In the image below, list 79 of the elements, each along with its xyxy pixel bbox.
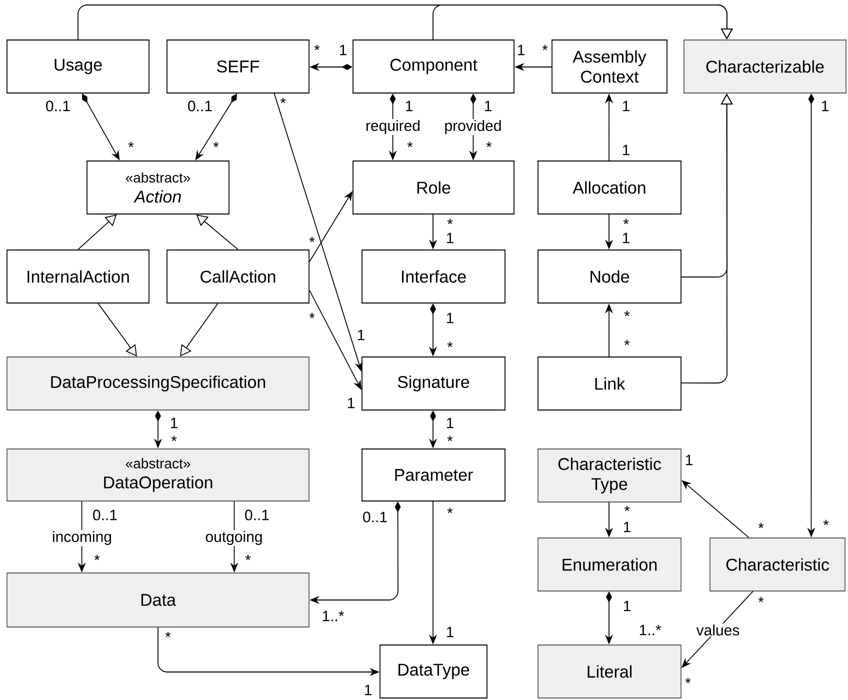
class-box: Node bbox=[538, 250, 682, 304]
multiplicity: 1 bbox=[484, 100, 492, 112]
multiplicity: * bbox=[624, 340, 630, 346]
multiplicity: 1 bbox=[622, 144, 630, 156]
multiplicity: * bbox=[624, 506, 630, 512]
edge-label: incoming bbox=[51, 530, 114, 546]
edge-label: required bbox=[364, 119, 422, 135]
class-box: Literal bbox=[538, 644, 682, 698]
multiplicity: 1 bbox=[348, 398, 354, 408]
class-box: Interface bbox=[362, 250, 506, 304]
multiplicity: * bbox=[447, 508, 453, 514]
multiplicity: 1 bbox=[624, 522, 630, 532]
multiplicity: 1 bbox=[624, 600, 630, 612]
class-box: DataProcessingSpecification bbox=[6, 356, 310, 410]
class-box: Enumeration bbox=[538, 538, 682, 592]
multiplicity: 1 bbox=[406, 100, 412, 112]
generalization-arrow bbox=[432, 4, 733, 40]
multiplicity: * bbox=[94, 554, 100, 560]
multiplicity: * bbox=[171, 436, 177, 442]
multiplicity: * bbox=[542, 44, 548, 50]
multiplicity: 0..1 bbox=[188, 100, 212, 112]
multiplicity: * bbox=[447, 342, 453, 348]
multiplicity: 1 bbox=[364, 684, 372, 696]
multiplicity: * bbox=[447, 436, 453, 442]
multiplicity: 0..1 bbox=[363, 512, 387, 522]
multiplicity: * bbox=[447, 218, 453, 224]
multiplicity: 0..1 bbox=[93, 510, 117, 520]
multiplicity: * bbox=[309, 312, 315, 318]
class-box: Characteristic Type bbox=[538, 448, 682, 502]
class-box: Characterizable bbox=[684, 40, 846, 94]
multiplicity: * bbox=[245, 554, 251, 560]
multiplicity: 1 bbox=[170, 418, 178, 428]
multiplicity: 1..* bbox=[640, 624, 662, 636]
multiplicity: 1 bbox=[446, 626, 454, 638]
multiplicity: * bbox=[823, 520, 829, 526]
class-box: Allocation bbox=[538, 160, 682, 214]
class-box: InternalAction bbox=[6, 250, 150, 304]
multiplicity: 1 bbox=[446, 418, 454, 428]
multiplicity: * bbox=[623, 218, 629, 224]
class-box: CallAction bbox=[166, 250, 310, 304]
class-box: Assembly Context bbox=[552, 40, 668, 94]
multiplicity: 1 bbox=[686, 454, 692, 466]
multiplicity: 1 bbox=[622, 100, 630, 112]
multiplicity: * bbox=[280, 98, 286, 104]
multiplicity: 1 bbox=[446, 232, 454, 244]
multiplicity: * bbox=[624, 310, 630, 316]
class-box: Characteristic bbox=[710, 538, 846, 592]
multiplicity: * bbox=[309, 236, 315, 242]
class-box: Parameter bbox=[362, 448, 506, 502]
multiplicity: * bbox=[213, 142, 219, 148]
multiplicity: * bbox=[486, 142, 492, 148]
multiplicity: * bbox=[128, 142, 134, 148]
class-box: SEFF bbox=[166, 40, 310, 94]
class-box: Usage bbox=[6, 40, 150, 94]
class-box: Role bbox=[352, 160, 514, 214]
class-box: Signature bbox=[362, 356, 506, 410]
multiplicity: 1..* bbox=[322, 610, 344, 622]
multiplicity: 1 bbox=[822, 100, 828, 112]
class-box: DataType bbox=[380, 644, 488, 698]
class-box: Link bbox=[538, 356, 682, 410]
multiplicity: * bbox=[314, 44, 320, 50]
multiplicity: 1 bbox=[622, 232, 630, 244]
multiplicity: 0..1 bbox=[245, 510, 269, 520]
multiplicity: 1 bbox=[340, 44, 346, 56]
multiplicity: * bbox=[758, 596, 764, 602]
edge-label: values bbox=[695, 623, 741, 636]
multiplicity: * bbox=[685, 678, 691, 684]
multiplicity: 1 bbox=[518, 44, 524, 56]
class-box: Data bbox=[6, 572, 310, 628]
class-box: Component bbox=[352, 40, 514, 94]
class-box: «abstract» DataOperation bbox=[6, 448, 310, 502]
class-box: «abstract» Action bbox=[86, 160, 230, 214]
multiplicity: 1 bbox=[358, 330, 364, 340]
edge-label: provided bbox=[443, 119, 503, 135]
multiplicity: * bbox=[165, 632, 171, 638]
multiplicity: * bbox=[758, 522, 764, 528]
edge-label: outgoing bbox=[204, 530, 264, 546]
multiplicity: * bbox=[407, 142, 413, 148]
multiplicity: 1 bbox=[446, 312, 454, 324]
